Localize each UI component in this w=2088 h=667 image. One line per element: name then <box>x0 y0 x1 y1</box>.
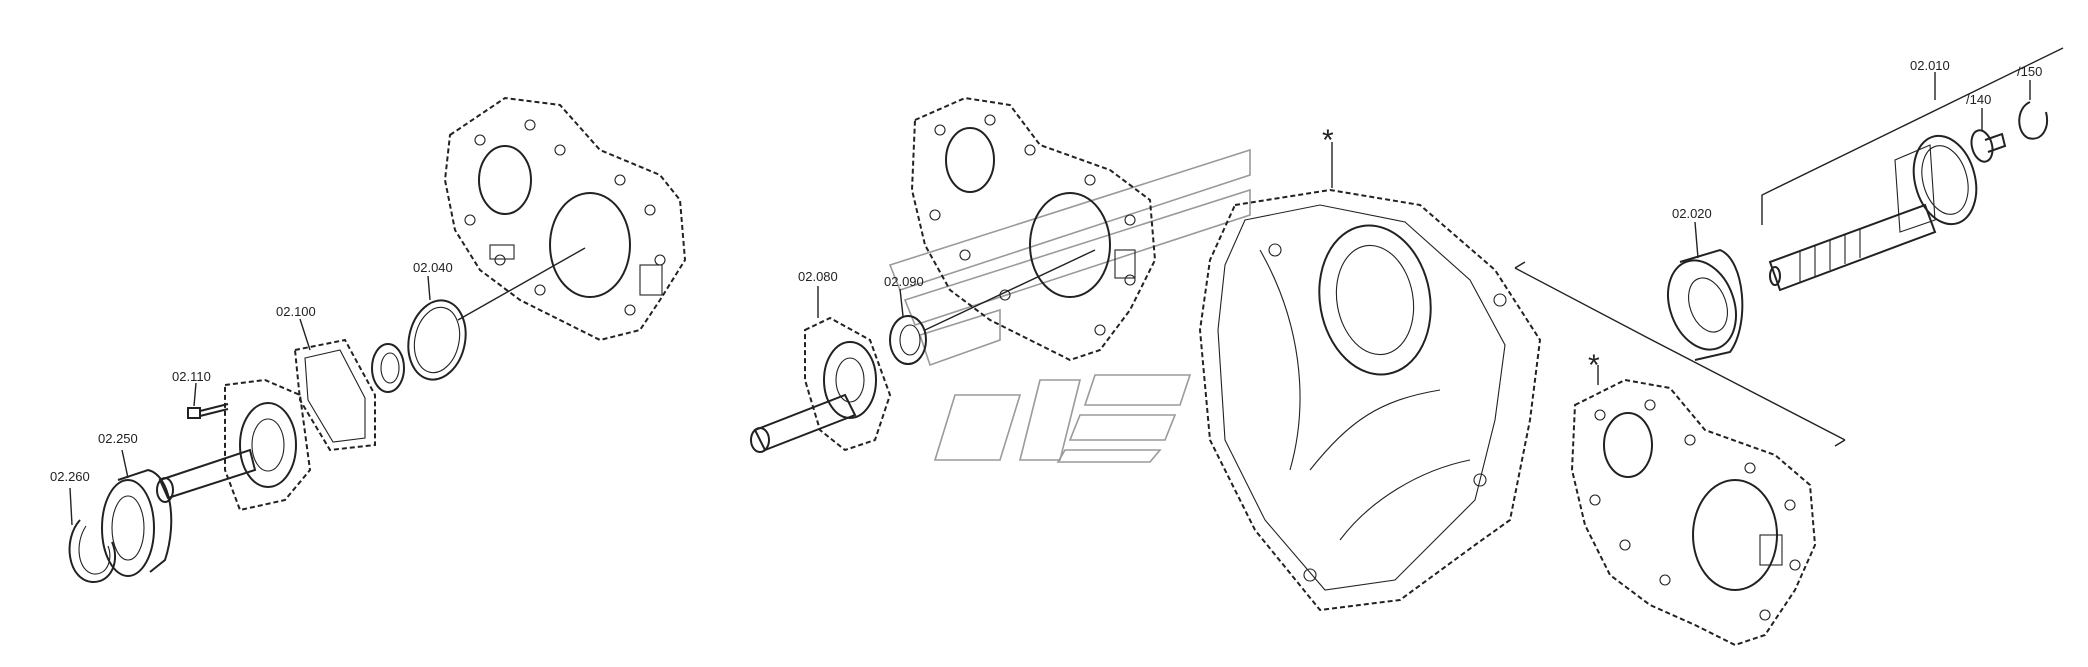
housing-cover-center <box>910 96 1157 362</box>
star-marker-housing: * <box>1322 124 1334 157</box>
seal-cup-02250 <box>101 449 173 577</box>
input-flange-shaft-02080 <box>750 286 892 453</box>
label-140: /140 <box>1966 92 1991 107</box>
snap-ring-02260 <box>68 487 117 584</box>
label-02100: 02.100 <box>276 304 316 319</box>
label-02080: 02.080 <box>798 269 838 284</box>
clutch-bell-housing <box>1198 142 1542 612</box>
seal-ring-small <box>371 343 405 393</box>
output-shaft-cover <box>156 378 312 512</box>
label-02020: 02.020 <box>1672 206 1712 221</box>
label-02090: 02.090 <box>884 274 924 289</box>
bolt-02110 <box>187 382 229 419</box>
label-02040: 02.040 <box>413 260 453 275</box>
label-150: /150 <box>2017 64 2042 79</box>
washer-140 <box>1970 108 2007 163</box>
seal-02090 <box>889 249 1096 365</box>
leader-bracket <box>1514 261 1846 447</box>
bearing-02020 <box>1667 221 1744 361</box>
watermark-logo <box>888 148 1251 463</box>
main-shaft-02010 <box>1761 47 2064 292</box>
label-02250: 02.250 <box>98 431 138 446</box>
star-marker-cover: * <box>1588 349 1600 382</box>
housing-cover-left <box>443 96 687 342</box>
o-ring-02040 <box>407 247 586 381</box>
circlip-150 <box>2018 80 2048 140</box>
label-02010: 02.010 <box>1910 58 1950 73</box>
label-02260: 02.260 <box>50 469 90 484</box>
label-02110: 02.110 <box>172 369 211 384</box>
housing-cover-right <box>1570 365 1817 647</box>
gasket-02100 <box>293 318 376 452</box>
